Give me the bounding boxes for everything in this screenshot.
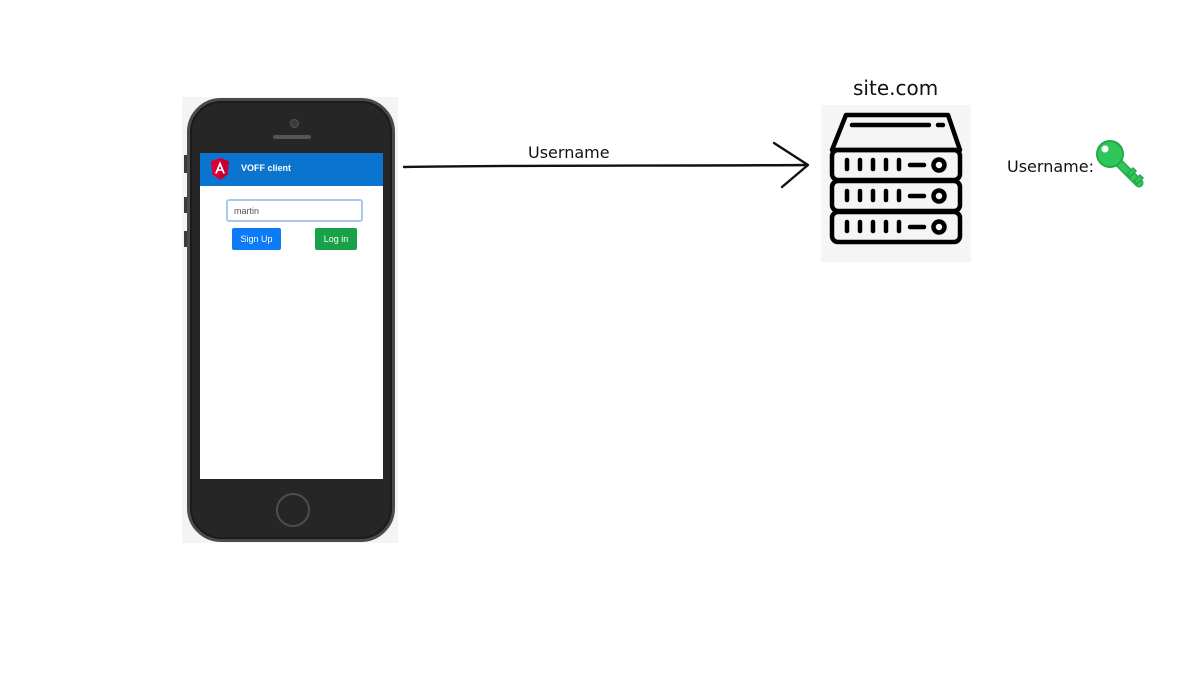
request-arrow [402, 141, 810, 189]
phone-volume-down-button [184, 231, 187, 247]
phone-mute-switch [184, 155, 187, 173]
username-input[interactable] [226, 199, 363, 222]
log-in-button[interactable]: Log in [315, 228, 357, 250]
server-backdrop [821, 105, 971, 262]
phone-speaker [273, 135, 311, 139]
app-header: VOFF client [200, 153, 383, 186]
phone-home-button [276, 493, 310, 527]
app-title: VOFF client [241, 163, 292, 173]
stored-username-label: Username: [1007, 157, 1094, 176]
server-domain-label: site.com [853, 76, 939, 100]
sign-up-button[interactable]: Sign Up [232, 228, 281, 250]
phone-camera [290, 119, 299, 128]
server-icon [829, 112, 963, 245]
phone-screen: VOFF client Sign Up Log in [200, 153, 383, 479]
arrow-label: Username [528, 143, 610, 162]
key-icon [1096, 140, 1145, 188]
angular-logo-icon [211, 158, 229, 180]
phone-volume-up-button [184, 197, 187, 213]
